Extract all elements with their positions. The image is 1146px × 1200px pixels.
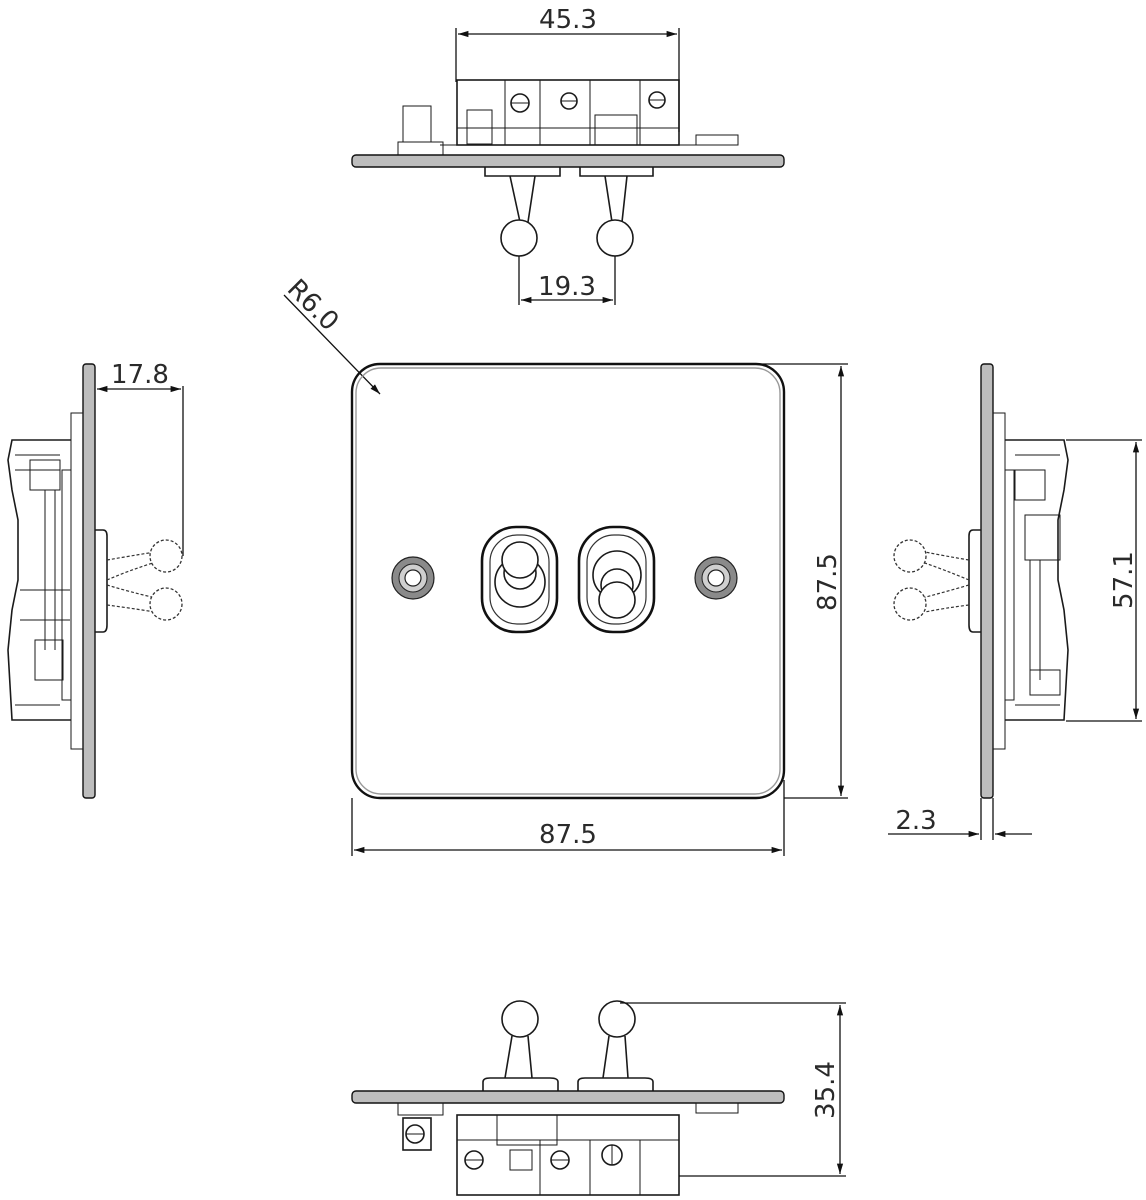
- dimension-right-body-height: 57.1: [1066, 439, 1142, 722]
- toggle-switch-1: [480, 525, 559, 634]
- top-view: 45.3: [351, 5, 785, 305]
- left-plate: [82, 363, 96, 799]
- bottom-toggles: [482, 1000, 654, 1091]
- dimension-bottom-height: 35.4: [620, 1002, 846, 1177]
- toggle-switch-2: [577, 525, 656, 634]
- dimension-front-height: 87.5: [760, 363, 848, 799]
- front-plate-outer: [350, 362, 786, 800]
- label-left-depth: 17.8: [111, 360, 169, 390]
- right-plate: [980, 363, 994, 799]
- right-toggles: [893, 529, 981, 633]
- left-side-view: 17.8: [7, 360, 184, 799]
- label-right-body-height: 57.1: [1109, 551, 1139, 609]
- bottom-plate: [351, 1090, 785, 1104]
- right-side-view: 57.1 2.3: [888, 363, 1142, 840]
- left-toggles: [95, 529, 183, 633]
- top-mechanism: [397, 79, 739, 156]
- dimension-front-width: 87.5: [351, 780, 785, 856]
- label-front-height: 87.5: [813, 553, 843, 611]
- label-toggle-spacing: 19.3: [538, 272, 596, 302]
- top-plate: [351, 154, 785, 168]
- label-front-width: 87.5: [539, 820, 597, 850]
- front-plate-inner: [355, 367, 781, 795]
- dimension-left-depth: 17.8: [97, 360, 184, 556]
- screw-hole-right: [694, 556, 738, 600]
- left-mechanism: [7, 439, 72, 721]
- top-toggles: [484, 167, 654, 257]
- label-corner-radius: R6.0: [281, 274, 344, 337]
- right-mechanism: [1004, 439, 1069, 721]
- dimension-top-width: 45.3: [455, 5, 680, 132]
- dimension-plate-thickness: 2.3: [888, 798, 1032, 840]
- label-plate-thickness: 2.3: [895, 806, 936, 836]
- bottom-mechanism: [397, 1102, 739, 1196]
- dimension-corner-radius: R6.0: [281, 274, 381, 395]
- label-top-width: 45.3: [539, 5, 597, 35]
- bottom-view: 35.4: [351, 1000, 846, 1196]
- label-bottom-height: 35.4: [811, 1061, 841, 1119]
- screw-hole-left: [391, 556, 435, 600]
- front-view: R6.0: [281, 274, 848, 856]
- dimension-toggle-spacing: 19.3: [518, 256, 616, 305]
